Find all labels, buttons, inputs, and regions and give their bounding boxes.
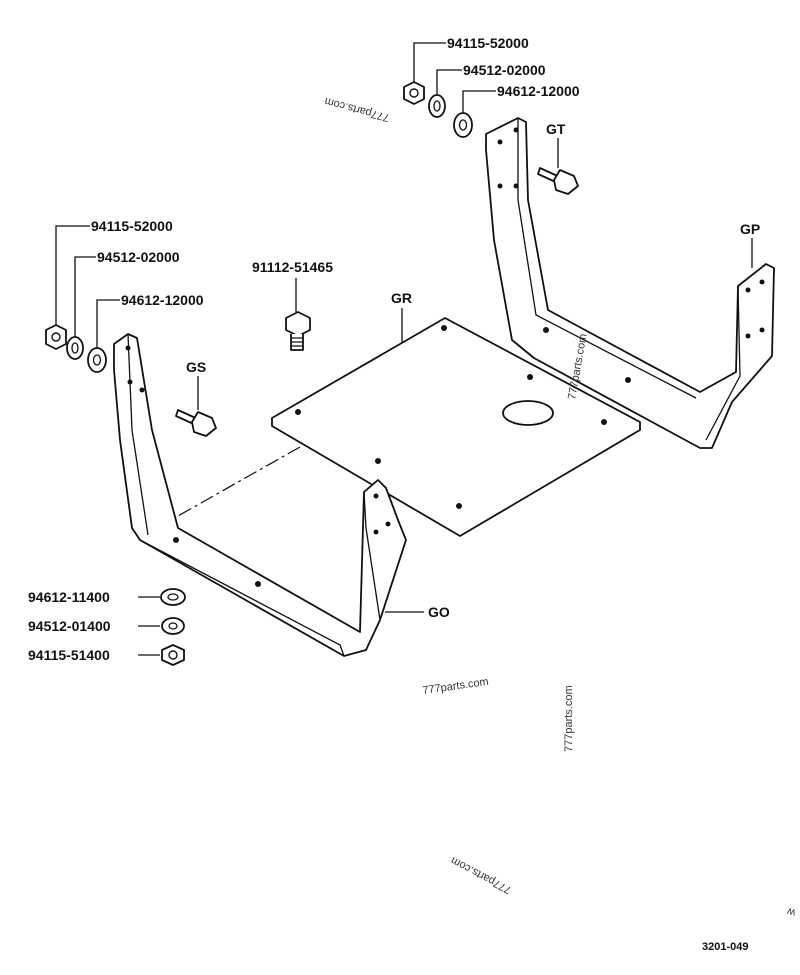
gs-label: GS [186,359,206,375]
left-hardware[interactable] [45,324,107,373]
watermark-4: 777parts.com [563,685,575,752]
center-bolt-label: 91112-51465 [252,259,333,275]
bottom-nut-label: 94115-51400 [28,647,110,663]
left-flat-washer-label: 94612-12000 [121,292,204,308]
leader-lines [55,42,753,656]
base-plate[interactable] [271,317,641,537]
left-nut-label: 94115-52000 [91,218,173,234]
go-label: GO [428,604,450,620]
page-code: 3201-049 [702,941,749,953]
top-flat-washer-label: 94612-12000 [497,83,580,99]
front-bracket[interactable] [113,333,407,657]
assembly-line-1 [177,446,301,517]
top-hardware[interactable] [403,81,473,138]
watermark-6: w [786,905,798,919]
rear-bracket[interactable] [485,117,775,449]
gt-label: GT [546,121,566,137]
bottom-flat-washer-label: 94612-11400 [28,589,110,605]
watermark-1: 777parts.com [323,95,390,124]
gs-bolt[interactable] [175,409,217,437]
watermark-3: 777parts.com [422,676,490,697]
center-bolt[interactable] [285,311,311,351]
top-nut-label: 94115-52000 [447,35,529,51]
gr-label: GR [391,290,412,306]
gt-bolt[interactable] [537,167,579,195]
bottom-lock-washer-label: 94512-01400 [28,618,111,634]
bottom-hardware[interactable] [160,588,186,666]
gp-label: GP [740,221,760,237]
watermark-5: 777parts.com [449,854,513,896]
left-lock-washer-label: 94512-02000 [97,249,180,265]
top-lock-washer-label: 94512-02000 [463,62,546,78]
